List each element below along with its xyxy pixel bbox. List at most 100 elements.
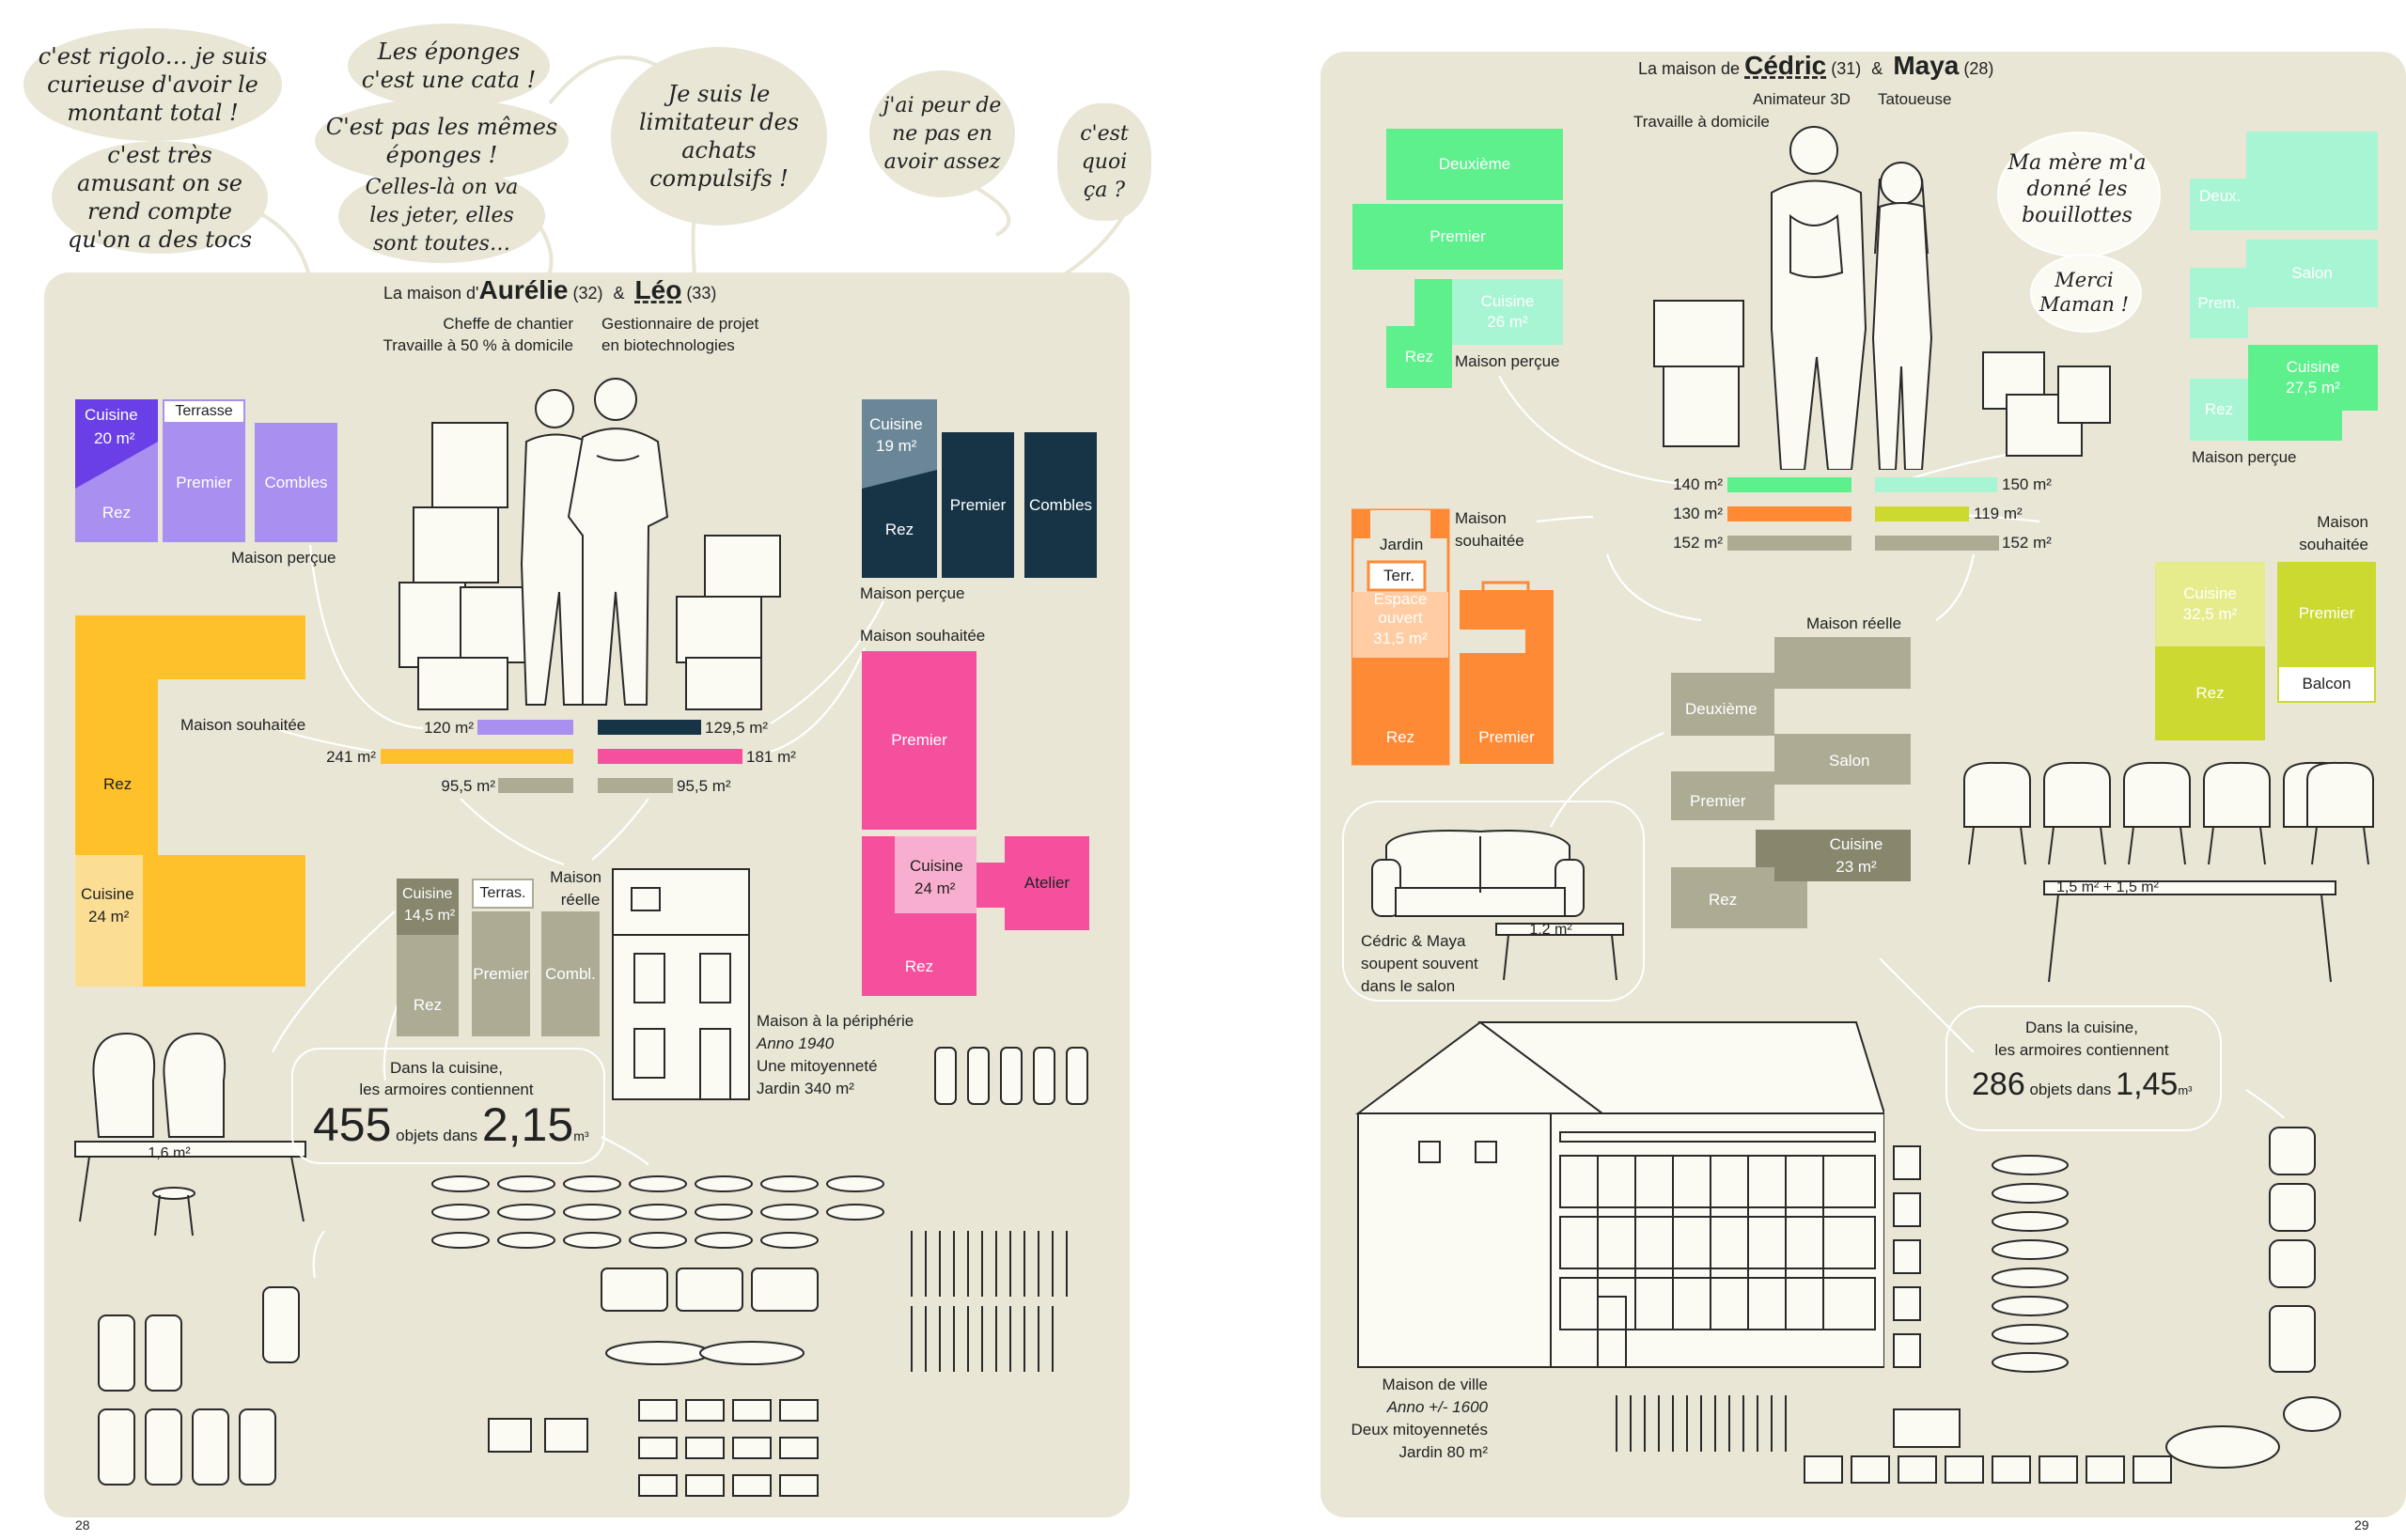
right-kitchen-line2: les armoires contiennent	[1994, 1041, 2169, 1059]
right-house-info-3: Deux mitoyennetés	[1351, 1421, 1488, 1439]
age-leo: (33)	[686, 284, 717, 303]
label: Premier	[176, 473, 232, 491]
cedric-souhaitee-jardin: Jardin	[1380, 536, 1424, 553]
cedric-percue-rez: Rez	[1386, 326, 1452, 388]
left-kitchen-unit: m³	[573, 1128, 589, 1143]
leo-souhaitee-atelier: Atelier	[1005, 836, 1089, 930]
maya-percue-caption: Maison perçue	[2192, 448, 2297, 466]
label: Rez	[2204, 400, 2234, 418]
name-cedric: Cédric	[1744, 51, 1827, 80]
left-kitchen-stat: 455 objets dans 2,15m³	[313, 1097, 614, 1163]
aurelie-souhaitee-cuisine-area: 24 m²	[88, 908, 130, 926]
leo-percue-cuisine-area: 19 m²	[876, 437, 917, 455]
speech-bubble-merci	[2030, 254, 2142, 333]
maya-percue-salon: Salon	[2246, 240, 2378, 307]
label: Premier	[2298, 604, 2355, 622]
speech-bubble-quoi: c'est quoi ça ?	[1057, 103, 1151, 221]
right-kitchen-unit: m³	[2178, 1083, 2193, 1097]
left-house-info-4: Jardin 340 m²	[757, 1080, 854, 1097]
area: 26 m²	[1487, 313, 1528, 331]
cedric-souhaitee-caption2: souhaitée	[1455, 532, 1524, 550]
left-kitchen-mid: objets dans	[396, 1127, 478, 1144]
right-kitchen-volume: 1,45	[2116, 1066, 2179, 1102]
bar-label-c2: 130 m²	[1673, 505, 1723, 522]
page-number-28: 28	[75, 1517, 90, 1532]
bar-label-m2: 119 m²	[1974, 505, 2023, 522]
dining-set-left	[74, 1032, 306, 1237]
right-reelle-deuxieme: Deuxième	[1685, 700, 1758, 718]
cedric-souhaitee-espace: Espace ouvert	[1373, 590, 1428, 627]
left-header: La maison d'Aurélie (32) & Léo (33)	[383, 277, 778, 304]
right-house-info-2: Anno +/- 1600	[1386, 1398, 1488, 1416]
left-house-info-3: Une mitoyenneté	[757, 1057, 878, 1075]
leo-percue-premier: Premier	[942, 432, 1014, 578]
bar-maya-souhaitee	[1875, 506, 1969, 521]
left-kitchen-volume: 2,15	[481, 1098, 574, 1151]
left-kitchen-objects	[98, 1047, 1088, 1497]
role-aurelie-2: Travaille à 50 % à domicile	[383, 336, 573, 354]
speech-bubble-peur: j'ai peur de ne pas en avoir assez	[869, 70, 1015, 197]
left-kitchen-count: 455	[313, 1098, 392, 1151]
right-kitchen-count: 286	[1972, 1066, 2025, 1102]
label: Cuisine	[1480, 292, 1535, 310]
left-house-info-1: Maison à la périphérie	[757, 1012, 914, 1030]
speech-bubble-tocs: c'est très amusant on se rend compte qu'…	[52, 141, 268, 254]
aurelie-percue-combles: Combles	[255, 423, 337, 542]
maya-percue-rez: Rez	[2190, 379, 2248, 441]
left-reelle-cuisine-area: 14,5 m²	[404, 908, 456, 924]
leo-cuisine-shape	[862, 399, 937, 489]
salon-note-1: Cédric & Maya	[1361, 932, 1466, 950]
right-reelle-shape	[1671, 637, 1911, 928]
speech-bubble-rigolo: c'est rigolo… je suis curieuse d'avoir l…	[23, 28, 282, 141]
maya-souhaitee-caption1: Maison	[2317, 513, 2368, 531]
header-amp: &	[1871, 59, 1883, 78]
bar-aurelie-reelle	[498, 778, 573, 793]
label: Rez	[413, 996, 443, 1014]
label: Atelier	[1023, 874, 1070, 892]
left-reelle-terras: Terras.	[472, 879, 534, 909]
right-kitchen-stat: 286 objets dans 1,45m³	[1972, 1062, 2216, 1113]
maya-percue-deux: Deux.	[2190, 132, 2378, 230]
leo-souhaitee-cuisine-area: 24 m²	[914, 879, 956, 897]
coffee-table-area: 1,2 m²	[1529, 922, 1572, 938]
area: 32,5 m²	[2182, 605, 2238, 623]
leo-souhaitee-premier: Premier	[862, 651, 976, 830]
right-header: La maison de Cédric (31) & Maya (28)	[1638, 51, 2014, 80]
right-reelle-premier: Premier	[1690, 792, 1746, 810]
maya-souhaitee-premier: Premier	[2277, 562, 2376, 665]
aurelie-leo-illustration	[398, 378, 781, 710]
label: Deux.	[2199, 187, 2242, 205]
speech-bubble-eponges: Les éponges c'est une cata !	[348, 23, 550, 108]
name-maya: Maya	[1893, 51, 1960, 80]
bar-label-l2: 181 m²	[746, 748, 796, 766]
left-reelle-combl: Combl.	[541, 911, 600, 1036]
right-reelle-rez: Rez	[1709, 891, 1738, 909]
left-kitchen-line1: Dans la cuisine,	[389, 1059, 503, 1077]
right-kitchen-bubble	[1945, 1005, 2222, 1131]
name-leo: Léo	[634, 275, 682, 304]
left-kitchen-bubble	[291, 1048, 605, 1164]
bar-label-m1: 150 m²	[2002, 475, 2052, 493]
right-house-info-1: Maison de ville	[1382, 1376, 1488, 1393]
age-cedric: (31)	[1831, 59, 1862, 78]
aurelie-souhaitee-rez: Rez	[103, 775, 133, 793]
label: Cuisine	[2183, 584, 2237, 602]
role-cedric-1: Animateur 3D	[1753, 90, 1851, 108]
speech-bubble-merci-text: Merci Maman !	[2039, 269, 2130, 316]
aurelie-souhaitee-cuisine: Cuisine	[81, 885, 134, 903]
left-reelle-caption2: réelle	[560, 891, 601, 909]
maya-percue-cuisine: Cuisine 27,5 m²	[2248, 345, 2378, 411]
cedric-percue-deuxieme: Deuxième	[1386, 129, 1563, 200]
salon-bubble	[1342, 801, 1645, 1002]
role-leo-1: Gestionnaire de projet	[602, 315, 759, 333]
house-1940-illustration	[612, 868, 750, 1100]
cedric-souhaitee-caption1: Maison	[1455, 509, 1507, 527]
label: Premier	[949, 495, 1007, 514]
cedric-percue-rez-ext	[1414, 279, 1452, 326]
bar-label-c1: 140 m²	[1673, 475, 1723, 493]
right-kitchen-objects	[1616, 1127, 2341, 1484]
left-table-area: 1,6 m²	[148, 1145, 191, 1161]
area: 27,5 m²	[2286, 379, 2340, 397]
maya-souhaitee-cuisine: Cuisine 32,5 m²	[2155, 562, 2265, 646]
aurelie-souhaitee-shape	[75, 615, 305, 987]
